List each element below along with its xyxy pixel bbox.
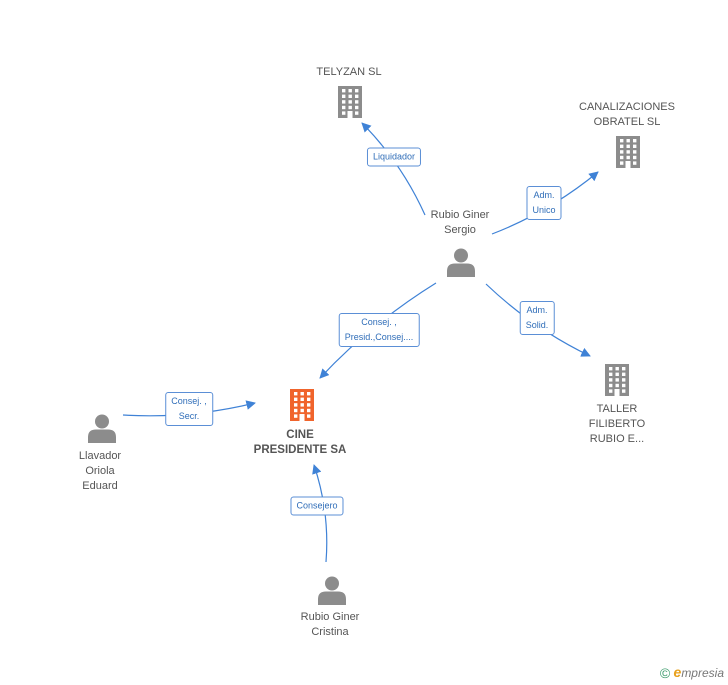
edge-label-consejero: Consejero: [290, 496, 344, 516]
person-icon[interactable]: [446, 247, 476, 277]
edge-label-adm-solid: Adm. Solid.: [519, 301, 555, 335]
edge-label-adm-unico: Adm. Unico: [526, 186, 562, 220]
edge-label-consej-presid: Consej. , Presid.,Consej....: [338, 313, 420, 347]
edge-label-liquidador: Liquidador: [366, 147, 422, 167]
building-icon[interactable]: [287, 388, 317, 422]
person-icon[interactable]: [317, 575, 347, 605]
node-label-cine-presidente[interactable]: CINE PRESIDENTE SA: [253, 429, 347, 456]
node-label-llavador[interactable]: Llavador Oriola Eduard: [78, 450, 122, 492]
brand-logo-e: e: [673, 664, 682, 680]
node-label-telyzan[interactable]: TELYZAN SL: [316, 66, 382, 78]
node-label-canalizaciones[interactable]: CANALIZACIONES OBRATEL SL: [579, 101, 675, 128]
brand-logo-text: mpresia: [681, 666, 724, 680]
building-icon[interactable]: [602, 363, 632, 397]
footer-brand: © empresia: [660, 664, 724, 681]
building-icon[interactable]: [613, 135, 643, 169]
person-icon[interactable]: [87, 413, 117, 443]
node-label-taller[interactable]: TALLER FILIBERTO RUBIO E...: [588, 403, 646, 445]
edge-label-consej-secr: Consej. , Secr.: [165, 392, 213, 426]
copyright-icon: ©: [659, 665, 671, 681]
building-icon[interactable]: [335, 85, 365, 119]
node-label-rubio-sergio[interactable]: Rubio Giner Sergio: [430, 209, 490, 236]
node-label-rubio-cristina[interactable]: Rubio Giner Cristina: [300, 611, 360, 638]
edge-liquidador: [361, 122, 426, 216]
